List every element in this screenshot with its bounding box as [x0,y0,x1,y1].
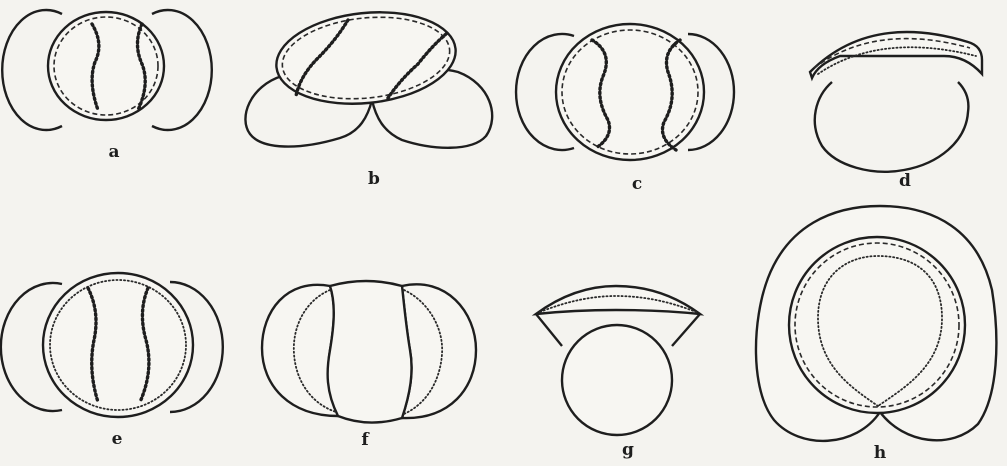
panel-h-label: h [874,443,886,463]
panel-f-label: f [361,430,370,450]
panel-f: f [262,281,476,450]
panel-b-upper-cell [272,4,460,112]
panel-g-upper-cap [536,286,700,314]
panel-d-label: d [899,171,911,191]
panel-f-left-cell [262,285,338,416]
panel-e: e [1,273,223,449]
panel-a: a [2,10,212,162]
panel-b-label: b [368,169,380,189]
panel-f-center-cell [328,281,412,423]
panel-c-label: c [632,174,642,194]
panel-g-cap-base-line-right [672,314,700,346]
panel-g: g [536,286,700,460]
panel-h-inner-cell [789,237,965,413]
panel-d: d [810,32,982,191]
panel-e-label: e [112,429,123,449]
panel-c: c [516,24,734,194]
panel-b: b [245,4,492,189]
panel-h: h [756,206,996,463]
panel-d-lower-cell [815,82,969,172]
panel-a-label: a [108,142,119,162]
panel-a-center-cell [48,12,164,120]
panel-f-right-cell [402,284,476,418]
panel-g-lower-cell [562,325,672,435]
panel-c-center-cell [556,24,704,160]
panel-e-center-cell [43,273,193,417]
panel-g-cap-base-line [536,314,562,346]
panel-g-label: g [622,440,634,460]
